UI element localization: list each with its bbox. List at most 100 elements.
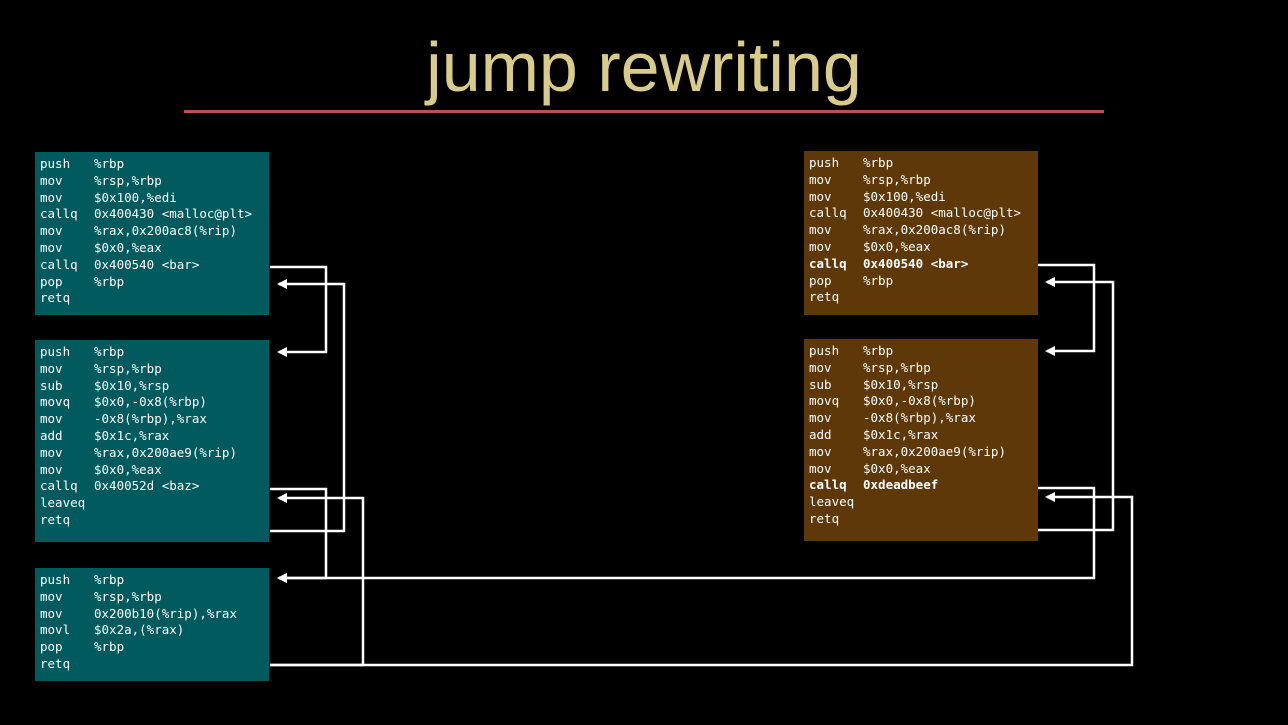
asm-opcode: sub — [809, 376, 832, 392]
asm-line: leaveq — [809, 494, 1038, 511]
asm-operand: $0x1c,%rax — [863, 426, 939, 442]
asm-opcode: mov — [40, 461, 63, 477]
asm-operand: $0x0,%eax — [94, 461, 162, 477]
asm-line: pop %rbp — [809, 273, 1038, 290]
asm-opcode: push — [809, 343, 840, 358]
asm-operand: 0x400540 <bar> — [94, 256, 200, 272]
slide-title: jump rewriting — [426, 28, 862, 106]
asm-opcode: mov — [809, 171, 832, 187]
asm-opcode: mov — [809, 238, 832, 254]
asm-line: push%rbp — [40, 156, 269, 173]
asm-line: add $0x1c,%rax — [809, 427, 1038, 444]
asm-opcode: pop — [40, 273, 63, 289]
asm-operand: %rax,0x200ae9(%rip) — [94, 444, 237, 460]
asm-line: mov $0x0,%eax — [40, 462, 269, 479]
asm-opcode: sub — [40, 377, 63, 393]
asm-opcode: pop — [809, 272, 832, 288]
asm-opcode: mov — [40, 588, 63, 604]
asm-opcode: leaveq — [40, 495, 86, 511]
asm-line: mov %rax,0x200ae9(%rip) — [40, 445, 269, 462]
asm-line: mov-0x8(%rbp),%rax — [809, 410, 1038, 427]
arrow-right-call-bar — [1038, 263, 1096, 356]
asm-opcode: retq — [40, 290, 71, 306]
arrow-ret-baz — [270, 493, 365, 667]
asm-operand: $0x10,%rsp — [863, 376, 939, 392]
asm-operand: $0x10,%rsp — [94, 377, 170, 393]
asm-line: retq — [40, 290, 269, 307]
asm-opcode: add — [809, 426, 832, 442]
asm-operand: 0x200b10(%rip),%rax — [94, 605, 237, 621]
asm-opcode: movq — [809, 393, 840, 409]
asm-operand: $0x100,%edi — [863, 188, 946, 204]
asm-opcode: push — [40, 572, 71, 587]
asm-operand: %rbp — [94, 572, 125, 587]
asm-operand: %rsp,%rbp — [94, 172, 162, 188]
asm-opcode: retq — [40, 511, 71, 527]
asm-line: callq 0x400540 <bar> — [40, 257, 269, 274]
asm-opcode: mov — [809, 460, 832, 476]
asm-operand: -0x8(%rbp),%rax — [94, 411, 207, 427]
asm-operand: 0x400540 <bar> — [863, 255, 969, 271]
asm-line: movl $0x2a,(%rax) — [40, 622, 269, 639]
arrow-ret-bar — [270, 279, 346, 533]
arrow-right-call-deadbeef — [277, 486, 1096, 583]
asm-operand: %rbp — [863, 272, 894, 288]
asm-operand: %rbp — [94, 639, 125, 655]
asm-line: mov %rsp,%rbp — [809, 172, 1038, 189]
asm-operand: %rbp — [94, 344, 125, 359]
asm-opcode: mov — [40, 444, 63, 460]
asm-line: mov$0x0,%eax — [40, 240, 269, 257]
asm-operand: 0x400430 <malloc@plt> — [863, 205, 1022, 221]
asm-line: mov$0x0,%eax — [809, 239, 1038, 256]
asm-opcode: leaveq — [809, 494, 855, 510]
asm-line: retq — [809, 289, 1038, 306]
asm-opcode: mov — [40, 223, 63, 239]
asm-operand: $0x100,%edi — [94, 189, 177, 205]
asm-operand: %rax,0x200ae9(%rip) — [863, 443, 1006, 459]
arrow-call-bar — [270, 265, 328, 357]
asm-opcode: retq — [809, 289, 840, 305]
asm-opcode: retq — [40, 655, 71, 671]
asm-opcode: movl — [40, 622, 71, 638]
asm-line: mov $0x100,%edi — [40, 190, 269, 207]
asm-operand: %rax,0x200ac8(%rip) — [863, 222, 1006, 238]
asm-opcode: callq — [40, 478, 78, 494]
asm-operand: %rbp — [94, 273, 125, 289]
asm-opcode: mov — [40, 189, 63, 205]
asm-opcode: callq — [40, 256, 78, 272]
asm-line: movq$0x0,-0x8(%rbp) — [809, 393, 1038, 410]
asm-opcode: callq — [809, 477, 847, 493]
asm-line: retq — [40, 656, 269, 673]
asm-opcode: mov — [40, 172, 63, 188]
asm-line: movq$0x0,-0x8(%rbp) — [40, 394, 269, 411]
asm-operand: %rsp,%rbp — [863, 171, 931, 187]
asm-line: mov%rsp,%rbp — [40, 361, 269, 378]
asm-line: pop %rbp — [40, 274, 269, 291]
asm-operand: 0x400430 <malloc@plt> — [94, 206, 253, 222]
asm-opcode: mov — [809, 443, 832, 459]
asm-operand: %rbp — [863, 343, 894, 358]
asm-opcode: mov — [40, 239, 63, 255]
asm-opcode: mov — [809, 359, 832, 375]
asm-opcode: mov — [40, 411, 63, 427]
asm-opcode: pop — [40, 639, 63, 655]
asm-line: push%rbp — [809, 155, 1038, 172]
asm-opcode: movq — [40, 394, 71, 410]
asm-line: mov %rax,0x200ac8(%rip) — [40, 223, 269, 240]
asm-operand: 0x40052d <baz> — [94, 478, 200, 494]
asm-operand: %rax,0x200ac8(%rip) — [94, 223, 237, 239]
arrow-right-ret-deadbeef — [270, 492, 1134, 667]
asm-operand: $0x2a,(%rax) — [94, 622, 185, 638]
asm-opcode: mov — [809, 188, 832, 204]
asm-opcode: push — [40, 344, 71, 359]
